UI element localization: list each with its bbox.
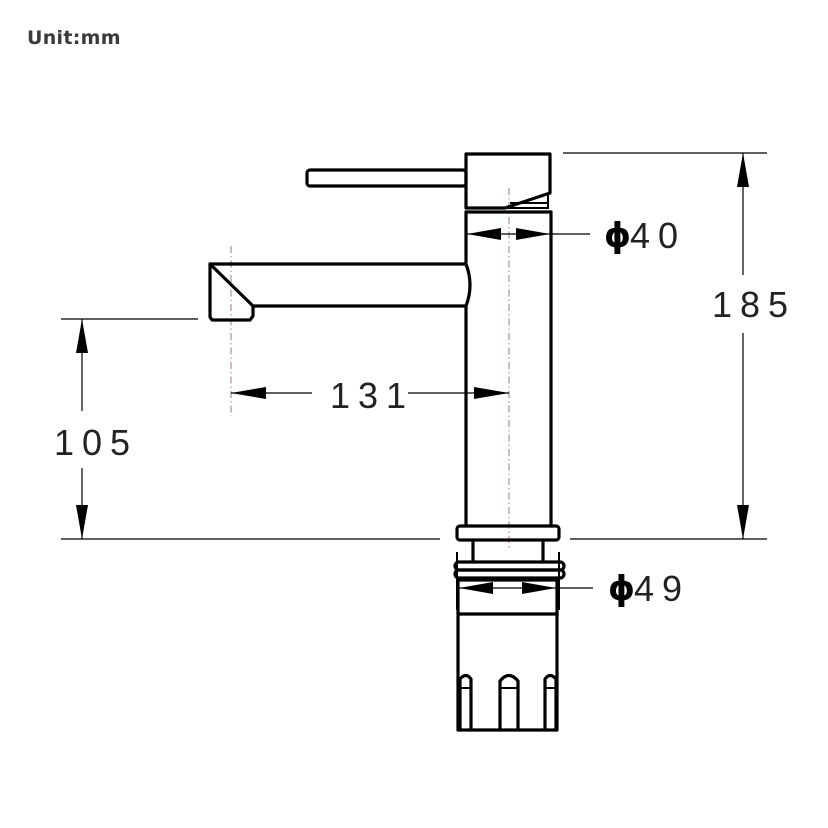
spout-reach-value: 131 [330,375,414,416]
dimension-total-height: 185 [563,152,796,540]
dimension-spout-reach: 131 [231,375,509,416]
base-diameter-value: 49 [634,568,690,609]
handle-lever [305,168,468,188]
spout-height-value: 105 [54,422,138,463]
diameter-symbol: ϕ [604,216,631,256]
dimension-base-diameter: ϕ 49 [458,568,690,609]
dimension-spout-height: 105 [54,318,440,540]
handle-cap [464,152,552,210]
base-flange [455,524,561,564]
spout [208,262,472,322]
diameter-symbol: ϕ [608,569,635,609]
threaded-shank [456,578,559,732]
faucet-body [464,210,553,528]
dimension-body-diameter: ϕ 40 [466,215,686,256]
body-diameter-value: 40 [630,215,686,256]
total-height-value: 185 [712,284,796,325]
unit-label: Unit:mm [27,27,121,49]
